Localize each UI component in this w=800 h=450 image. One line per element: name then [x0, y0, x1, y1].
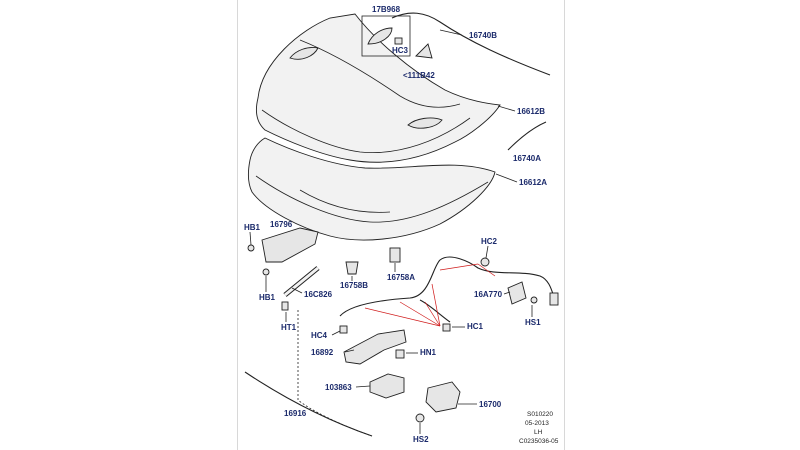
callout-16700: 16700 [479, 400, 502, 409]
bonnet-seal-side [507, 121, 547, 151]
footer-ref: C0235036-05 [519, 438, 559, 445]
clip-part [394, 37, 403, 45]
callout-16796: 16796 [270, 220, 293, 229]
bonnet-vent-right [407, 117, 443, 129]
bonnet-outer-panel [256, 13, 501, 163]
callout-17b968: 17B968 [372, 5, 401, 14]
clip-hc1 [442, 323, 451, 332]
cable-end [549, 292, 559, 306]
bonnet-latch [425, 381, 461, 413]
bolt-hs1 [530, 296, 538, 304]
striker-plate [369, 373, 405, 399]
latch-bracket [343, 329, 407, 365]
bolt-ht1 [281, 301, 289, 311]
badge-part [367, 27, 393, 45]
footer-side: LH [534, 429, 543, 436]
callout-hc2: HC2 [481, 237, 498, 246]
callout-16612a: 16612A [519, 178, 547, 187]
clip-hc4 [339, 325, 348, 334]
callout-16a770: 16A770 [474, 290, 503, 299]
callout-hc1: HC1 [467, 322, 484, 331]
bolt-hb1-top [247, 244, 255, 252]
hinge-assembly [247, 227, 320, 311]
secondary-cable [419, 299, 451, 323]
callout-hc3: HC3 [392, 46, 409, 55]
leader-lines [364, 263, 496, 327]
callout-16612b: 16612B [517, 107, 545, 116]
footer-meta: S010220 05-2013 LH C0235036-05 [519, 411, 559, 445]
callout-16916: 16916 [284, 409, 307, 418]
callout-hb1-top: HB1 [244, 223, 261, 232]
callout-hs2: HS2 [413, 435, 429, 444]
callout-16740a: 16740A [513, 154, 541, 163]
bracket-part [415, 43, 433, 59]
callout-hs1: HS1 [525, 318, 541, 327]
clip-hc2 [480, 257, 490, 267]
callout-hb1-bottom: HB1 [259, 293, 276, 302]
footer-code: S010220 [527, 411, 553, 418]
bolt-hs2 [415, 413, 425, 423]
bonnet-vent-left [289, 47, 319, 60]
callout-ht1: HT1 [281, 323, 297, 332]
callout-hc4: HC4 [311, 331, 328, 340]
release-handle [507, 281, 527, 305]
dashed-link [297, 310, 373, 437]
bonnet-inner-panel [247, 137, 496, 241]
callout-16c826: 16C826 [304, 290, 333, 299]
callout-labels: 17B968 HC3 <111B42 16740B 16612B 16740A … [244, 5, 547, 444]
buffer-16758a [389, 247, 401, 263]
callout-connectors [249, 29, 533, 434]
inset-box [361, 15, 411, 57]
bolt-hb1-bottom [262, 268, 270, 276]
bonnet-seal-rear [391, 12, 551, 76]
callout-111b42: <111B42 [403, 71, 435, 80]
release-cable [339, 256, 556, 317]
callout-16892: 16892 [311, 348, 334, 357]
callout-16758b: 16758B [340, 281, 368, 290]
callout-hn1: HN1 [420, 348, 437, 357]
nut-hn1 [395, 349, 405, 359]
emergency-cable [244, 371, 373, 437]
footer-date: 05-2013 [525, 420, 549, 427]
callout-16740b: 16740B [469, 31, 497, 40]
buffer-16758b [345, 261, 359, 275]
callout-103863: 103863 [325, 383, 352, 392]
callout-16758a: 16758A [387, 273, 415, 282]
